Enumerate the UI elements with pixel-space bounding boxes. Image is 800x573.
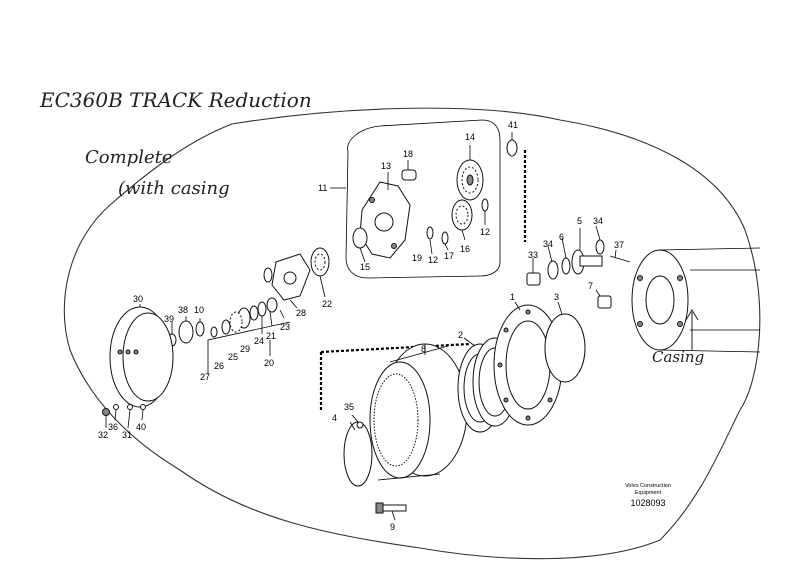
callout-6: 6 [559, 232, 564, 242]
casing-annotation: Casing [652, 348, 704, 366]
sun-gear [310, 247, 330, 277]
callout-12-left: 12 [428, 255, 438, 265]
washer-34 [547, 260, 559, 280]
callout-28: 28 [296, 308, 306, 318]
callout-34-right: 34 [593, 216, 603, 226]
callout-2: 2 [458, 330, 463, 340]
ring-gear-hub [369, 343, 468, 481]
callout-31: 31 [122, 430, 132, 440]
stamp-brand-line1: Volvo Construction [625, 483, 671, 489]
planet-pin [401, 169, 417, 181]
callout-35: 35 [344, 402, 354, 412]
callout-15: 15 [360, 262, 370, 272]
drive-shaft-gear [571, 249, 603, 275]
callout-41: 41 [508, 120, 518, 130]
thrust-washer-19 [426, 226, 434, 240]
callout-24: 24 [254, 336, 264, 346]
note-complete: Complete [85, 147, 173, 168]
thrust-washer-12 [481, 198, 489, 212]
hand-drawn-outline [63, 107, 761, 560]
dashed-bracket-lower-top [320, 342, 471, 354]
callout-9: 9 [390, 522, 395, 532]
ring-4 [343, 421, 373, 487]
travel-motor-casing [631, 247, 761, 353]
plug-32 [102, 408, 110, 416]
end-cover [109, 306, 174, 408]
pin-7 [597, 295, 612, 309]
callout-23: 23 [280, 322, 290, 332]
leader-lines [105, 132, 617, 521]
callout-21: 21 [266, 331, 276, 341]
callout-1: 1 [510, 292, 515, 302]
spacer-33 [526, 272, 541, 286]
callout-5: 5 [577, 216, 582, 226]
note-with-casing: (with casing [118, 178, 230, 199]
callout-36: 36 [108, 422, 118, 432]
callout-39: 39 [164, 314, 174, 324]
callout-26: 26 [214, 361, 224, 371]
planet-carrier [359, 181, 411, 259]
shaft-37 [609, 255, 631, 263]
plug-36 [113, 404, 119, 410]
callout-18: 18 [403, 149, 413, 159]
callout-10: 10 [194, 305, 204, 315]
callout-20: 20 [264, 358, 274, 368]
floating-seal [544, 313, 586, 383]
callout-32: 32 [98, 430, 108, 440]
callout-38: 38 [178, 305, 188, 315]
washer-34-top [595, 239, 605, 255]
callout-34-left: 34 [543, 239, 553, 249]
pin-35 [356, 421, 364, 429]
input-shaft-stack [210, 297, 278, 338]
title-annotation: EC360B TRACK Reduction [39, 88, 312, 112]
carrier-group-frame [345, 119, 501, 279]
bolt-9 [375, 502, 407, 514]
o-ring-10 [195, 321, 205, 337]
callout-4: 4 [332, 413, 337, 423]
callout-25: 25 [228, 352, 238, 362]
callout-33: 33 [528, 250, 538, 260]
callout-14: 14 [465, 132, 475, 142]
casing-arrow [685, 308, 699, 350]
stamp-drawing-number: 1028093 [630, 498, 665, 508]
stamp-brand-line2: Equipment [635, 490, 662, 496]
callout-numbers: 41 14 18 13 11 12 16 17 12 19 15 22 28 2… [98, 120, 624, 532]
callout-8: 8 [421, 344, 426, 354]
callout-29: 29 [240, 344, 250, 354]
plug-40 [140, 404, 146, 410]
drawing-stamp: Volvo Construction Equipment 1028093 [625, 483, 671, 508]
callout-30: 30 [133, 294, 143, 304]
ring-6 [561, 257, 571, 275]
planet-gear-14 [456, 159, 484, 201]
plug-31 [127, 404, 133, 410]
callout-11: 11 [318, 183, 327, 193]
callout-7: 7 [588, 281, 593, 291]
needle-bearing-17 [441, 231, 449, 245]
callout-3: 3 [554, 292, 559, 302]
callout-40: 40 [136, 422, 146, 432]
callout-27: 27 [200, 372, 210, 382]
callout-12-right: 12 [480, 227, 490, 237]
callout-13: 13 [381, 161, 391, 171]
o-ring-28 [263, 267, 273, 283]
planet-gear-16 [451, 199, 473, 231]
callout-16: 16 [460, 244, 470, 254]
callout-19: 19 [412, 253, 422, 263]
callout-22: 22 [322, 299, 332, 309]
thrust-washer-41 [506, 139, 518, 157]
callout-17: 17 [444, 251, 454, 261]
mounting-flange [493, 304, 563, 426]
callout-37: 37 [614, 240, 624, 250]
bearing-38 [178, 320, 194, 344]
snap-ring-15 [352, 227, 368, 249]
